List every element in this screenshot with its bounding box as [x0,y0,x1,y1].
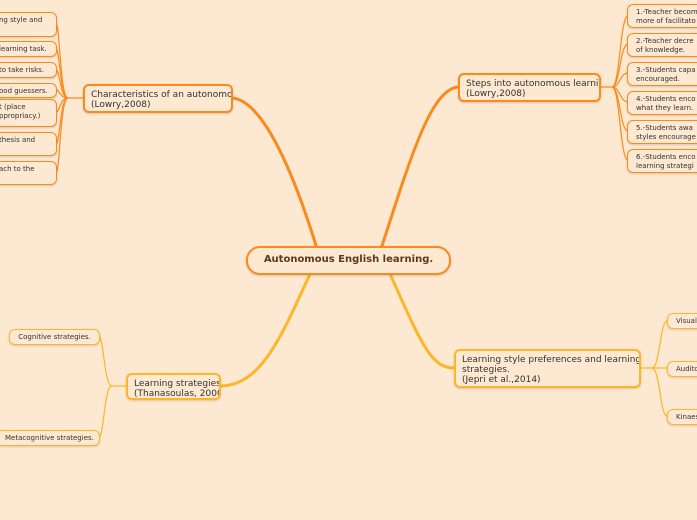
step-item[interactable]: 2.-Teacher decre of knowledge. [627,33,697,57]
step-item[interactable]: 5.-Students awa styles encourage [627,120,697,144]
strategy-item-metacognitive[interactable]: Metacognitive strategies. [0,430,100,446]
characteristic-item[interactable]: thesis and [0,132,57,156]
topic-learning-styles[interactable]: Learning style preferences and learning … [454,349,641,388]
characteristic-item[interactable]: learning task. [0,41,57,57]
step-item[interactable]: 1.-Teacher becom more of facilitato [627,4,697,28]
characteristic-item[interactable]: ng style and [0,12,57,37]
style-item-visual[interactable]: Visual [667,313,697,329]
characteristic-item[interactable]: ood guessers. [0,83,57,98]
style-item-kinaesthetic[interactable]: Kinaes [667,409,697,425]
step-item[interactable]: 6.-Students enco learning strategi [627,149,697,173]
strategy-item-cognitive[interactable]: Cognitive strategies. [9,329,100,345]
topic-characteristics[interactable]: Characteristics of an autonomous. (Lowry… [83,84,233,113]
topic-steps[interactable]: Steps into autonomous learning. (Lowry,2… [458,73,601,102]
characteristic-item[interactable]: ach to the [0,161,57,185]
characteristic-item[interactable]: to take risks. [0,62,57,78]
step-item[interactable]: 3.-Students capa encouraged. [627,62,697,86]
central-topic[interactable]: Autonomous English learning. [246,246,451,275]
step-item[interactable]: 4.-Students enco what they learn. [627,91,697,115]
topic-learning-strategies[interactable]: Learning strategies. (Thanasoulas, 2000) [126,373,221,400]
style-item-auditory[interactable]: Audito [667,361,697,377]
characteristic-item[interactable]: t (place ppropriacy.) [0,99,57,127]
